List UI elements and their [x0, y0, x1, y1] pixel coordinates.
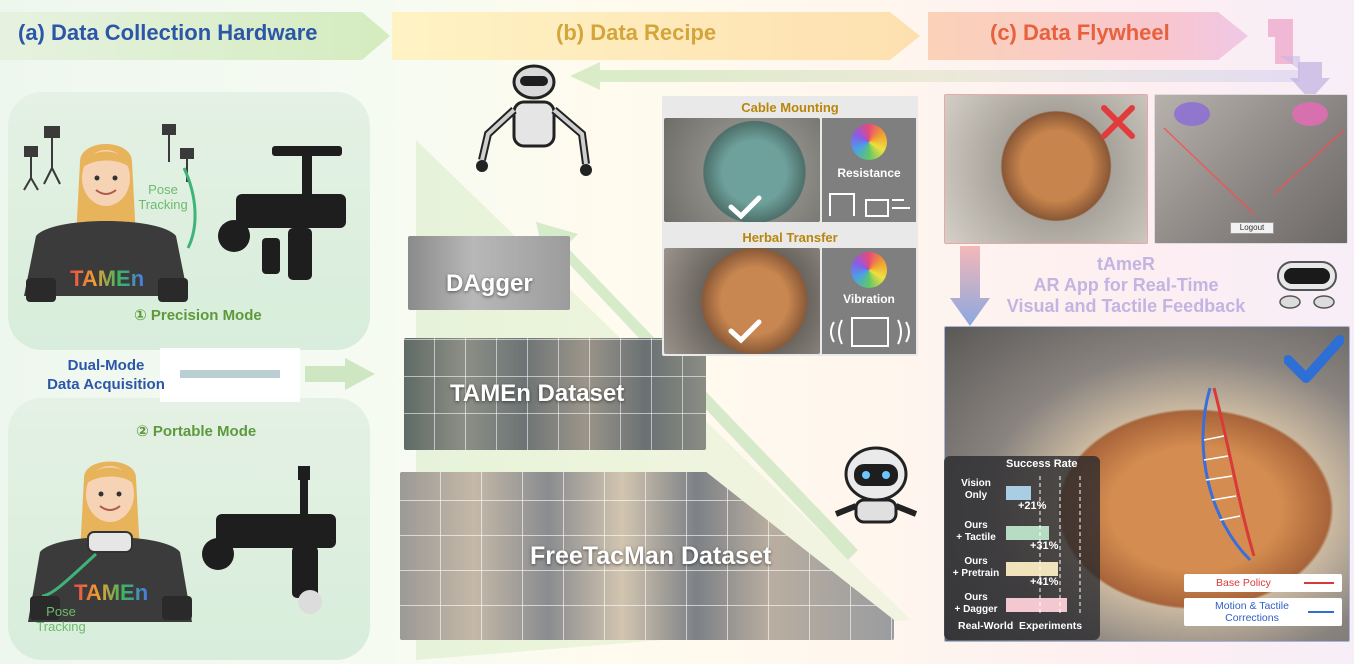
- legend-base-policy: Base Policy: [1184, 574, 1342, 592]
- vr-headset-icon: [1277, 261, 1337, 309]
- tamen-brand-top: TAMEn: [70, 266, 145, 291]
- section-b-title: (b) Data Recipe: [556, 20, 717, 45]
- chart-footer: Real-World Experiments: [958, 620, 1083, 632]
- flywheel-down-arrow-left: [950, 246, 990, 326]
- pose-tracking-label-top: Pose Tracking: [138, 182, 188, 212]
- operator-figure: [24, 144, 188, 296]
- legend-red-arrow-icon: [1304, 582, 1334, 584]
- success-rate-chart: [1006, 476, 1081, 616]
- assistant-robot-icon: [834, 446, 918, 524]
- section-b-header-arrow: [392, 12, 920, 60]
- chart-category-label: Vision Only: [961, 478, 991, 501]
- operator-figure-portable: [28, 461, 192, 622]
- legend-blue-arrow-icon: [1308, 611, 1334, 613]
- chart-improvement-label: +31%: [1030, 540, 1059, 552]
- dagger-label: DAgger: [446, 270, 533, 297]
- cable-mounting-photo: [664, 118, 820, 222]
- feedback-loop-arrow: [570, 56, 1300, 90]
- herbal-transfer-title: Herbal Transfer: [742, 230, 838, 245]
- tamen-brand-bottom: TAMEn: [74, 580, 149, 605]
- legend-corrections-label: Motion & Tactile Corrections: [1215, 600, 1289, 624]
- cable-mounting-check-icon: [728, 195, 762, 220]
- resistance-icon: [829, 193, 910, 217]
- section-a-header-arrow: [0, 12, 390, 60]
- failure-x-icon: [1101, 105, 1135, 139]
- herbal-transfer-check-icon: [728, 319, 762, 344]
- dagger-samples: [408, 236, 570, 310]
- portable-gripper-device: [202, 466, 336, 614]
- legend-base-policy-label: Base Policy: [1216, 577, 1271, 589]
- humanoid-robot-icon: [476, 64, 592, 176]
- legend-corrections: Motion & Tactile Corrections: [1184, 598, 1342, 626]
- tactile-sphere-icon: [851, 124, 887, 160]
- resistance-label: Resistance: [837, 166, 901, 180]
- chart-title: Success Rate: [1006, 458, 1078, 470]
- logout-button[interactable]: Logout: [1230, 222, 1274, 234]
- chart-bar: [1006, 562, 1058, 576]
- vibration-icon: [830, 317, 910, 347]
- tamen-dataset-label: TAMEn Dataset: [450, 380, 625, 407]
- tripod-camera-icon: [23, 124, 194, 191]
- ar-app-title: tAmeR AR App for Real-Time Visual and Ta…: [1006, 254, 1246, 316]
- precision-mode-label: ① Precision Mode: [134, 307, 262, 324]
- chart-improvement-label: +41%: [1030, 576, 1059, 588]
- trajectory-arrows: [1201, 387, 1256, 562]
- portable-mode-label: ② Portable Mode: [136, 423, 257, 440]
- section-c-header-arrow: [928, 12, 1293, 64]
- dual-mode-label: Dual-Mode Data Acquisition: [47, 357, 165, 393]
- chart-improvement-label: +21%: [1018, 500, 1047, 512]
- tamen-dataset-mosaic: [404, 338, 706, 450]
- success-check-icon: [1284, 335, 1344, 383]
- tactile-sphere-icon-2: [851, 252, 887, 288]
- pose-tracking-label-bottom: Pose Tracking: [36, 604, 86, 634]
- section-c-title: (c) Data Flywheel: [990, 20, 1170, 45]
- section-a-title: (a) Data Collection Hardware: [18, 20, 318, 45]
- dual-mode-connector: [160, 348, 375, 402]
- chart-category-label: Ours + Dagger: [954, 592, 998, 615]
- chart-category-label: Ours + Tactile: [956, 520, 996, 543]
- chart-bar: [1006, 486, 1031, 500]
- tactile-gripper-device: [218, 146, 346, 280]
- cable-mounting-title: Cable Mounting: [741, 100, 839, 115]
- flywheel-down-arrow: [1290, 62, 1330, 100]
- freetacman-dataset-label: FreeTacMan Dataset: [530, 542, 772, 570]
- chart-category-label: Ours + Pretrain: [952, 556, 1000, 579]
- ar-laser-lines: [1163, 102, 1345, 215]
- chart-bar: [1006, 598, 1067, 612]
- portable-mode-illustration: [28, 461, 336, 622]
- chart-bar: [1006, 526, 1049, 540]
- precision-mode-illustration: [23, 124, 346, 302]
- vibration-label: Vibration: [843, 292, 895, 306]
